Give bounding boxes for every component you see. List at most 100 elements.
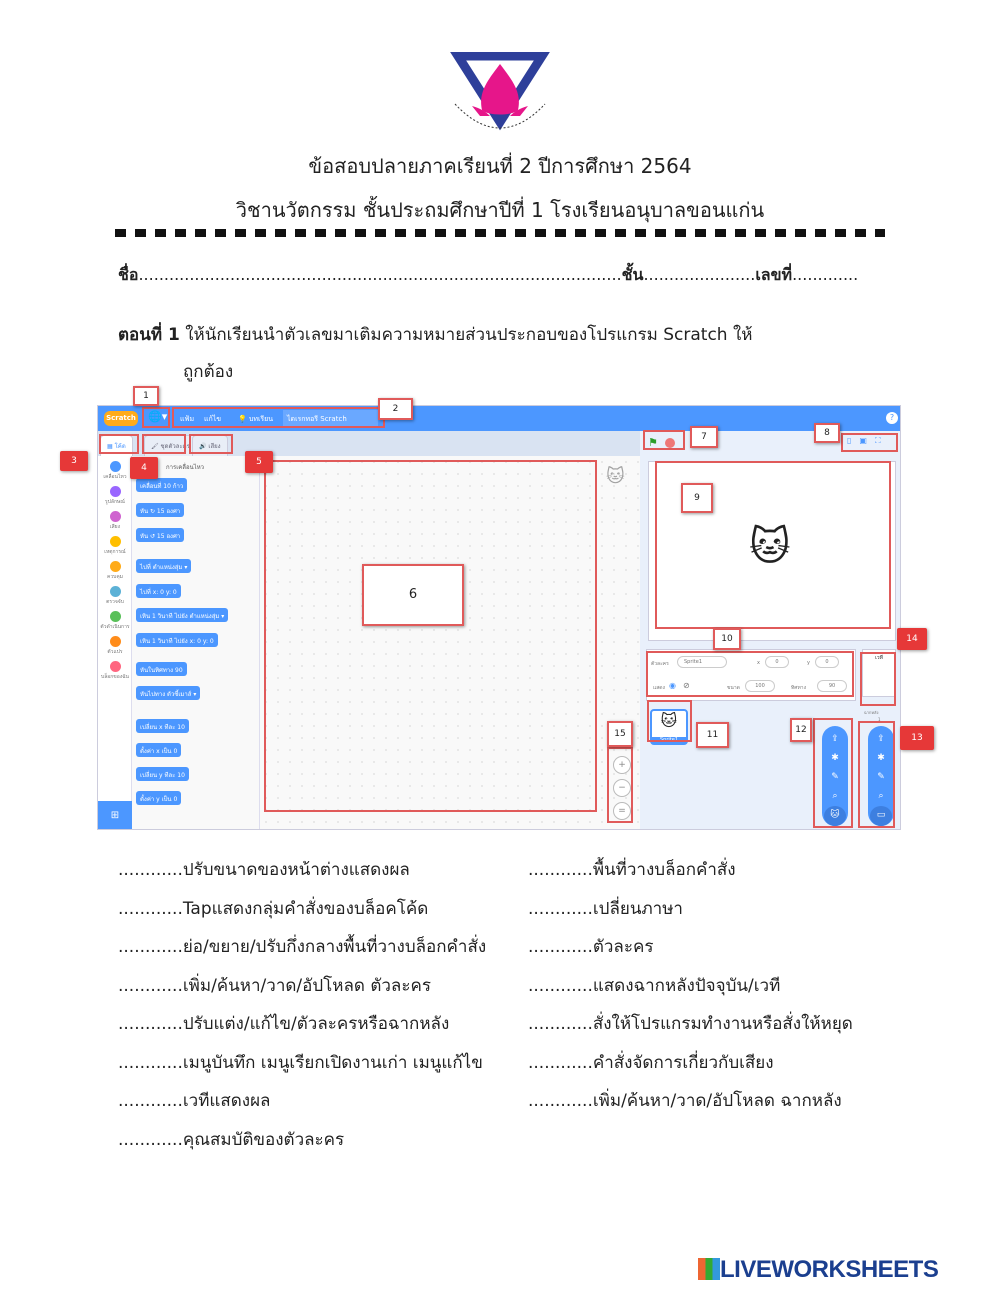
- code-block[interactable]: หัน ↺ 15 องศา: [136, 528, 185, 542]
- highlight-flag-stop: [643, 430, 685, 450]
- category-label[interactable]: เหตุการณ์: [104, 549, 126, 555]
- highlight-sprite-info: [646, 651, 854, 697]
- category-label[interactable]: เสียง: [109, 524, 121, 530]
- menu-file[interactable]: แฟ้ม: [180, 415, 195, 423]
- hide-icon[interactable]: ⊘: [683, 681, 690, 690]
- answer-item[interactable]: ............เปลี่ยนภาษา: [528, 898, 683, 919]
- code-block[interactable]: เหิน 1 วินาที ไปยัง ตำแหน่งสุ่ม ▾: [136, 608, 229, 622]
- instruction: ตอนที่ 1 ให้นักเรียนนำตัวเลขมาเติมความหม…: [118, 321, 753, 348]
- add-extension-button[interactable]: ⊞: [98, 801, 132, 829]
- answer-item[interactable]: ............แสดงฉากหลังปัจจุบัน/เวที: [528, 975, 781, 996]
- sprite-name-input[interactable]: Sprite1: [677, 656, 727, 668]
- answer-item[interactable]: ............ตัวละคร: [528, 937, 654, 957]
- category-label[interactable]: เคลื่อนไหว: [103, 474, 127, 480]
- answer-item[interactable]: ............เวทีแสดงผล: [118, 1091, 271, 1111]
- globe-icon[interactable]: 🌐▾: [148, 410, 168, 423]
- category-label[interactable]: ตัวดำเนินการ: [100, 624, 130, 630]
- x-label: x: [757, 660, 760, 666]
- category-dot[interactable]: [110, 611, 121, 622]
- backdrop-add-icon: ▭: [870, 806, 892, 826]
- student-info-line: ชื่อ....................................…: [118, 263, 858, 288]
- category-dot[interactable]: [110, 661, 121, 672]
- liveworksheets-mark-icon: [698, 1258, 720, 1280]
- direction-input[interactable]: 90: [817, 680, 847, 692]
- menu-tutorials[interactable]: 💡 บทเรียน: [238, 415, 274, 423]
- answer-item[interactable]: ............เมนูบันทึก เมนูเรียกเปิดงานเ…: [118, 1052, 483, 1073]
- answer-item[interactable]: ............คำสั่งจัดการเกี่ยวกับเสียง: [528, 1052, 774, 1073]
- category-dot[interactable]: [110, 461, 121, 472]
- answer-item[interactable]: ............เพิ่ม/ค้นหา/วาด/อัปโหลด ฉากห…: [528, 1091, 842, 1111]
- choose-sprite-menu[interactable]: ⇪✱✎⌕🐱: [822, 726, 848, 826]
- code-block[interactable]: เหิน 1 วินาที ไปยัง x: 0 y: 0: [136, 633, 218, 647]
- stage-size-buttons[interactable]: ▯▣⛶: [847, 436, 889, 445]
- code-block[interactable]: เปลี่ยน y ทีละ 10: [136, 767, 189, 781]
- code-block[interactable]: หันไปทาง ตัวชี้เมาส์ ▾: [136, 686, 201, 700]
- code-block[interactable]: เคลื่อนที่ 10 ก้าว: [136, 478, 188, 492]
- answer-item[interactable]: ............ย่อ/ขยาย/ปรับกึ่งกลางพื้นที่…: [118, 937, 487, 957]
- answer-item[interactable]: ............ปรับขนาดของหน้าต่างแสดงผล: [118, 860, 410, 880]
- category-label[interactable]: ตรวจจับ: [106, 599, 124, 605]
- category-dot[interactable]: [110, 511, 121, 522]
- school-logo: [449, 51, 551, 142]
- zoom-reset-button[interactable]: =: [613, 802, 631, 820]
- category-label[interactable]: บล็อกของฉัน: [101, 674, 129, 680]
- code-block[interactable]: หัน ↻ 15 องศา: [136, 503, 185, 517]
- help-icon[interactable]: ?: [886, 412, 898, 424]
- part-label: ตอนที่ 1: [118, 325, 180, 345]
- name-blank[interactable]: ........................................…: [138, 265, 622, 284]
- code-block[interactable]: ไปที่ ตำแหน่งสุ่ม ▾: [136, 559, 192, 573]
- answer-item[interactable]: ............ปรับแต่ง/แก้ไข/ตัวละครหรือฉา…: [118, 1014, 450, 1034]
- highlight-sounds-tab: [189, 434, 233, 454]
- sprite-thumbnail[interactable]: 🐱 Sprite1: [650, 709, 688, 745]
- highlight-backdrop-menu: [858, 721, 895, 828]
- code-block[interactable]: หันในทิศทาง 90: [136, 662, 187, 676]
- number-blank[interactable]: .............: [792, 265, 859, 284]
- size-input[interactable]: 100: [745, 680, 775, 692]
- y-input[interactable]: 0: [815, 656, 839, 668]
- callout-8: 8: [814, 423, 840, 443]
- callout-11: 11: [696, 722, 729, 748]
- code-area[interactable]: 🐱: [260, 456, 640, 829]
- highlight-sprite-thumb: [647, 700, 692, 742]
- category-label[interactable]: ตัวแปร: [107, 649, 123, 655]
- show-label: แสดง: [653, 685, 665, 691]
- direction-label: ทิศทาง: [791, 685, 807, 691]
- answer-item[interactable]: ............เพิ่ม/ค้นหา/วาด/อัปโหลด ตัวล…: [118, 975, 431, 996]
- callout-2: 2: [378, 398, 413, 420]
- category-dot[interactable]: [110, 561, 121, 572]
- callout-9: 9: [681, 483, 713, 513]
- code-block[interactable]: ตั้งค่า x เป็น 0: [136, 743, 182, 757]
- highlight-language: [142, 407, 170, 428]
- zoom-in-button[interactable]: +: [613, 756, 631, 774]
- backdrops-count: 1: [878, 717, 881, 722]
- show-visible-icon[interactable]: ◉: [669, 681, 676, 690]
- answer-item[interactable]: ............พื้นที่วางบล็อกคำสั่ง: [528, 860, 736, 880]
- stop-icon[interactable]: [665, 438, 675, 448]
- project-title-input[interactable]: ไดเรกทอรี Scratch: [283, 410, 378, 427]
- category-dot[interactable]: [110, 636, 121, 647]
- category-dot[interactable]: [110, 536, 121, 547]
- zoom-out-button[interactable]: −: [613, 779, 631, 797]
- code-block[interactable]: ตั้งค่า y เป็น 0: [136, 791, 182, 805]
- green-flag-icon[interactable]: ⚑: [648, 436, 658, 449]
- answer-item[interactable]: ............สั่งให้โปรแกรมทำงานหรือสั่งใ…: [528, 1014, 853, 1034]
- stage-selector[interactable]: เวที: [862, 649, 896, 697]
- highlight-stage: [655, 461, 891, 629]
- answer-item[interactable]: ............Tapแสดงกลุ่มคำสั่งของบล็อคโค…: [118, 898, 429, 919]
- highlight-costumes-tab: [142, 434, 186, 454]
- class-blank[interactable]: ......................: [643, 265, 756, 284]
- scratch-screenshot: Scratch 🌐▾ แฟ้ม แก้ไข 💡 บทเรียน ไดเรกทอร…: [97, 405, 901, 830]
- category-label[interactable]: ควบคุม: [107, 574, 123, 580]
- category-dot[interactable]: [110, 486, 121, 497]
- category-label[interactable]: รูปลักษณ์: [105, 499, 125, 505]
- callout-5: 5: [245, 451, 273, 473]
- x-input[interactable]: 0: [765, 656, 789, 668]
- menu-edit[interactable]: แก้ไข: [204, 415, 222, 423]
- choose-backdrop-menu[interactable]: ⇪✱✎⌕▭: [868, 726, 894, 826]
- block-palette: การเคลื่อนไหว เคลื่อนที่ 10 ก้าวหัน ↻ 15…: [132, 456, 260, 829]
- answer-item[interactable]: ............คุณสมบัติของตัวละคร: [118, 1129, 345, 1150]
- cat-sprite-icon: 🐱: [749, 524, 791, 570]
- code-block[interactable]: ไปที่ x: 0 y: 0: [136, 584, 181, 598]
- code-block[interactable]: เปลี่ยน x ทีละ 10: [136, 719, 189, 733]
- category-dot[interactable]: [110, 586, 121, 597]
